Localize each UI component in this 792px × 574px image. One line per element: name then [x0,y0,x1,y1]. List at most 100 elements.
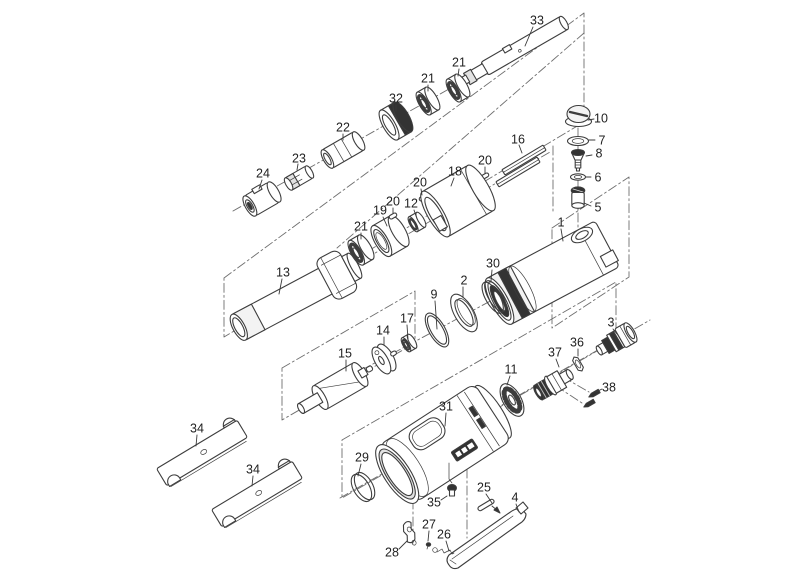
part-label-20: 20 [478,154,492,174]
svg-text:27: 27 [422,518,436,532]
part-screw-35 [447,462,457,497]
part-label-2: 2 [461,274,468,298]
svg-text:32: 32 [389,92,403,106]
part-label-21: 21 [421,72,435,92]
svg-text:30: 30 [486,257,500,271]
svg-text:19: 19 [373,204,387,218]
svg-text:37: 37 [548,346,562,360]
svg-text:24: 24 [256,167,270,181]
svg-text:21: 21 [354,220,368,234]
part-label-9: 9 [431,288,438,330]
svg-text:25: 25 [477,481,491,495]
part-label-13: 13 [276,266,290,295]
part-label-16: 16 [511,133,525,154]
part-spindle-33 [458,15,569,87]
svg-text:21: 21 [421,72,435,86]
part-body-top-hole [570,226,594,244]
svg-text:33: 33 [530,14,544,28]
part-body-1 [484,221,619,325]
svg-text:29: 29 [355,451,369,465]
part-label-12: 12 [404,197,418,217]
part-nut-36 [572,356,584,372]
svg-text:6: 6 [595,171,602,185]
part-hose-fitting-3 [595,322,638,356]
part-label-32: 32 [389,92,403,112]
svg-text:15: 15 [338,347,352,361]
part-collet-nut-32 [378,101,414,141]
svg-text:13: 13 [276,266,290,280]
part-label-26: 26 [437,528,451,552]
part-cap-screw-10 [564,104,593,128]
part-label-20: 20 [413,176,427,196]
svg-text:22: 22 [336,121,350,135]
part-end-plate-14 [371,343,397,375]
part-label-21: 21 [354,220,368,240]
part-oring-29 [350,471,376,503]
svg-text:12: 12 [404,197,418,211]
part-label-10: 10 [587,112,608,126]
svg-text:2: 2 [461,274,468,288]
svg-text:20: 20 [478,154,492,168]
part-nut-24 [242,181,282,217]
part-housing-31 [375,384,512,504]
part-label-19: 19 [373,204,388,227]
part-inlet-bushing-37 [533,369,574,401]
svg-text:5: 5 [595,201,602,215]
part-label-3: 3 [608,316,618,335]
svg-text:3: 3 [608,316,615,330]
part-label-7: 7 [588,134,606,148]
part-ring-19 [370,214,410,258]
part-label-15: 15 [338,347,352,372]
part-bearing-21b [415,86,441,116]
section-line [336,32,585,249]
part-label-36: 36 [570,336,584,357]
part-label-27: 27 [422,518,436,542]
part-pin-25 [477,498,495,512]
part-label-1: 1 [558,216,565,242]
part-bearing-21a [445,73,471,103]
part-ring-12 [407,211,427,233]
svg-text:23: 23 [292,152,306,166]
svg-text:20: 20 [386,195,400,209]
part-spring-26 [432,547,455,555]
part-label-38: 38 [595,381,616,395]
svg-text:8: 8 [596,147,603,161]
part-nose-tube-13 [229,250,363,341]
svg-text:34: 34 [246,463,260,477]
svg-text:10: 10 [594,112,608,126]
part-label-35: 35 [427,496,448,510]
svg-text:11: 11 [505,363,518,377]
part-blade-16a [501,144,547,176]
svg-text:14: 14 [376,324,390,338]
part-washer-7 [566,135,590,147]
part-washer-6 [569,173,587,181]
part-label-34: 34 [246,463,260,487]
part-label-21: 21 [452,56,466,77]
part-blade-16b [495,156,541,188]
part-label-14: 14 [376,324,390,346]
part-pin-20c [388,212,398,220]
svg-text:17: 17 [400,312,414,326]
part-bracket-28 [402,521,417,546]
part-label-4: 4 [512,491,520,513]
part-label-8: 8 [585,147,603,161]
part-label-34: 34 [190,422,204,447]
part-oring-30 [481,280,507,314]
svg-text:16: 16 [511,133,525,147]
part-label-6: 6 [585,171,602,185]
pin-25-arrow [491,505,501,514]
part-rotor-15 [296,361,374,414]
part-label-17: 17 [400,312,414,340]
svg-text:7: 7 [599,134,606,148]
part-collet-23 [283,165,315,191]
part-valve-stem-8 [570,149,586,172]
part-label-33: 33 [524,14,544,47]
part-label-23: 23 [292,152,306,171]
svg-text:9: 9 [431,288,438,302]
svg-text:28: 28 [385,546,399,560]
part-label-11: 11 [505,363,518,386]
part-label-25: 25 [477,481,493,504]
